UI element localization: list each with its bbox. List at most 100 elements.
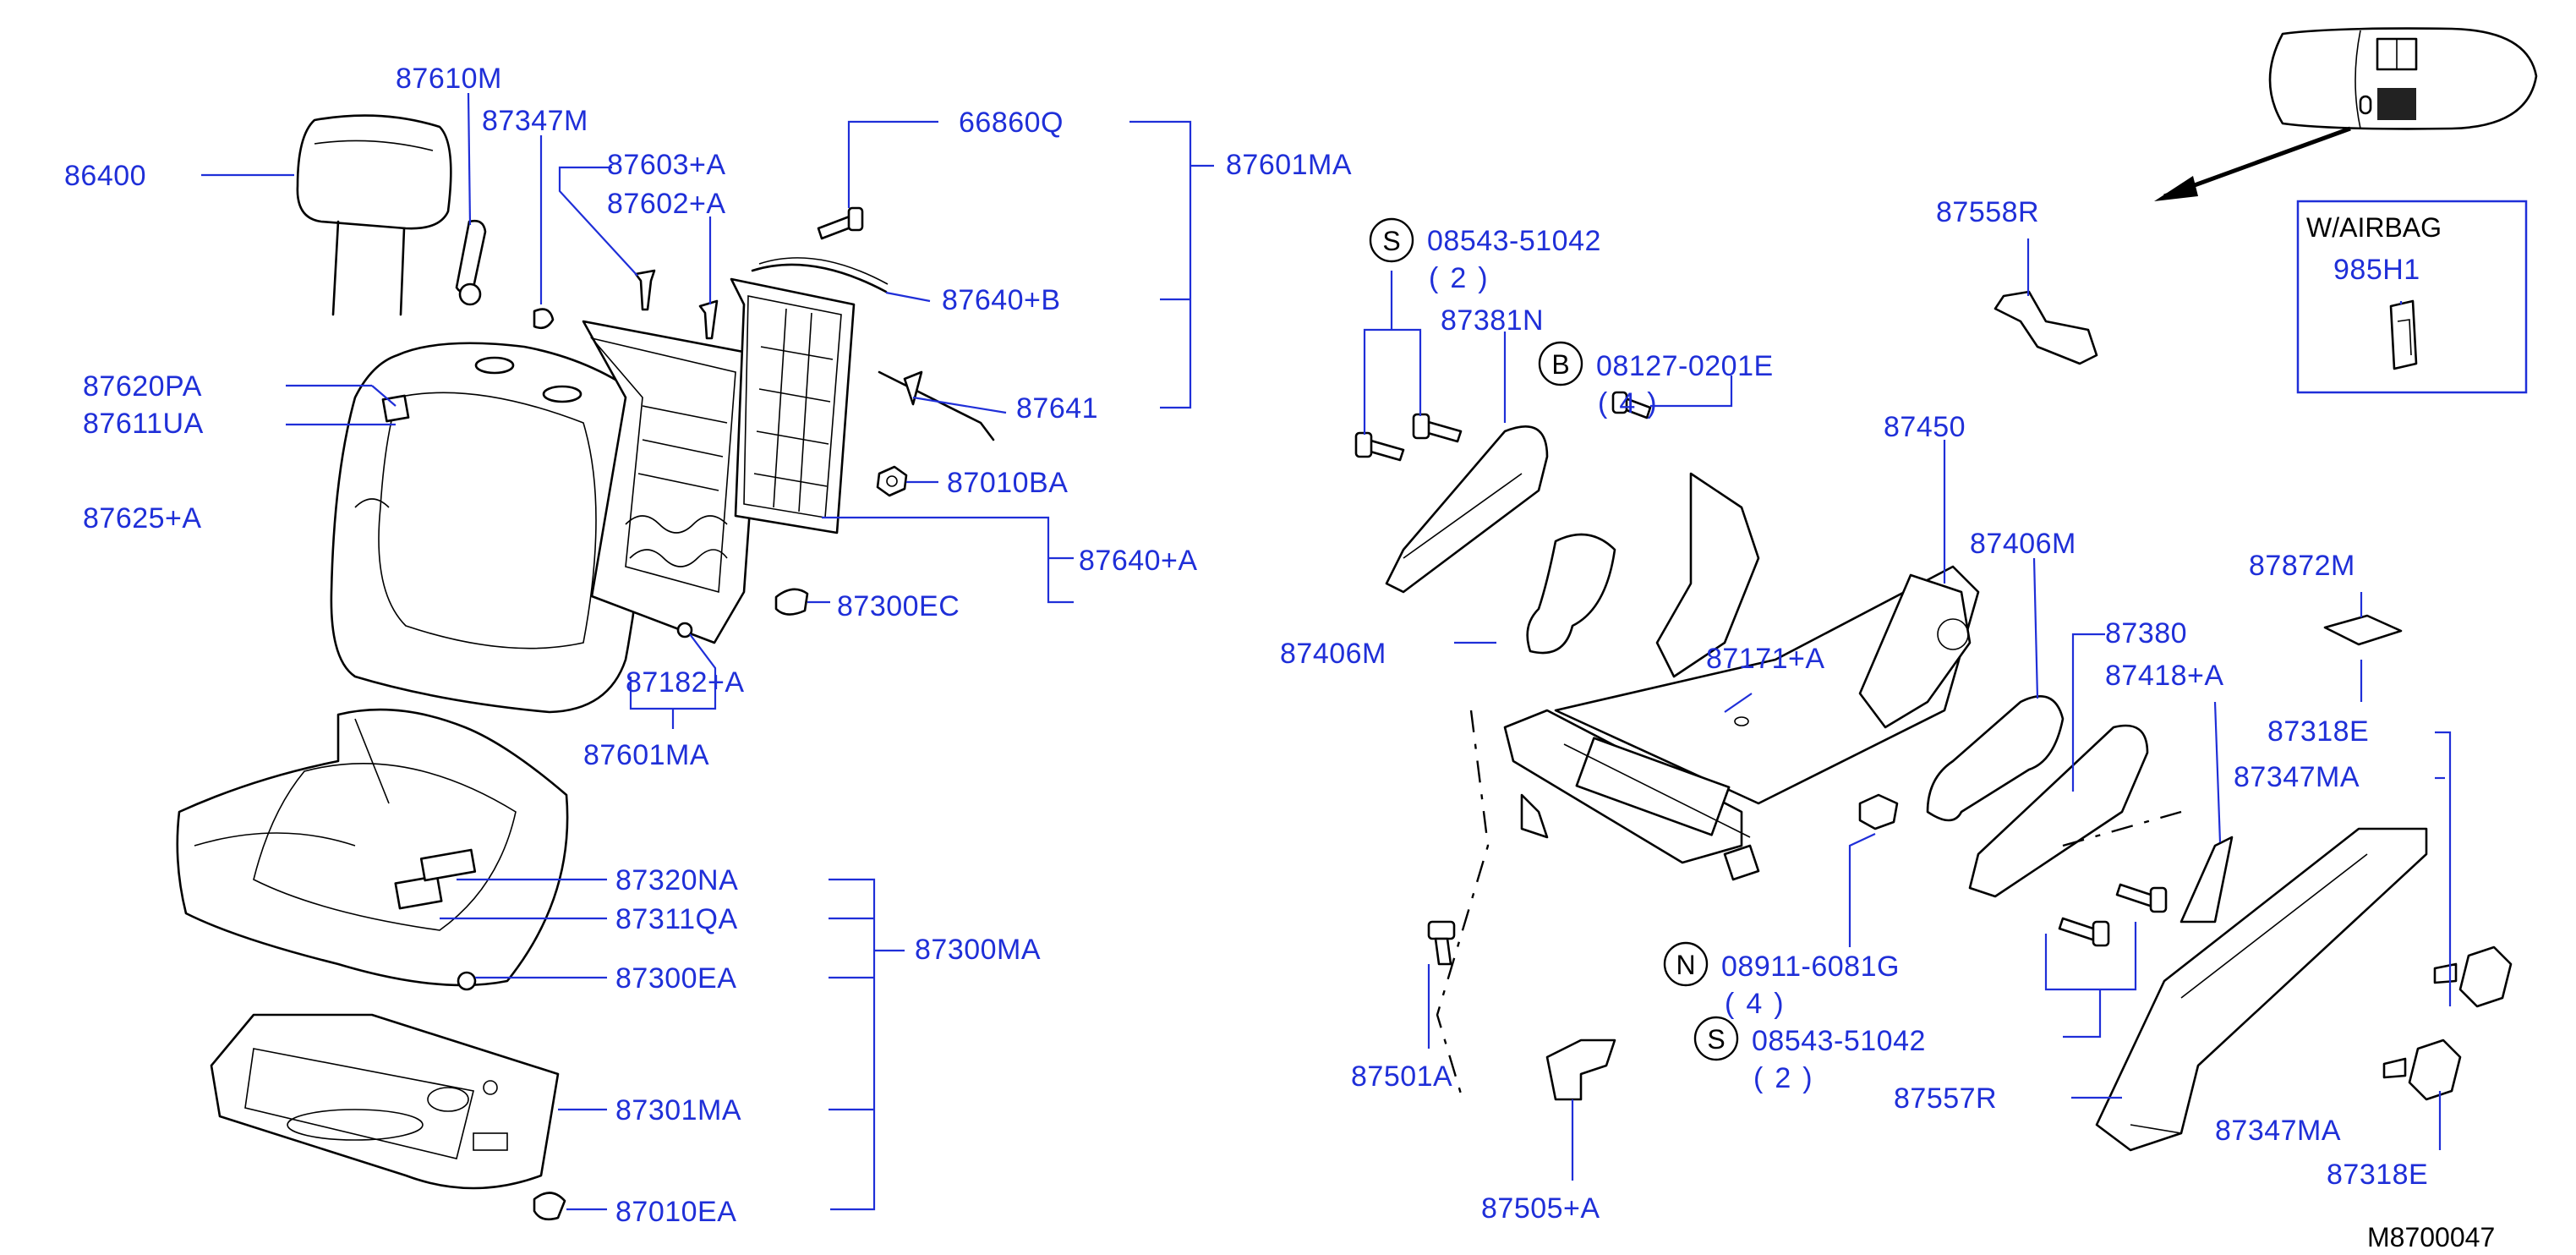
clip-87171a-drawing [1734, 716, 1749, 726]
part-label-987h1[interactable]: 985H1 [2333, 254, 2420, 286]
part-label-87010ba[interactable]: 87010BA [947, 467, 1068, 499]
quantity-label-08543-bottom: (2) [1753, 1062, 1824, 1094]
bushing-drawing [1858, 793, 1899, 830]
fastener-symbol-circle-b [1538, 341, 1583, 386]
part-label-87347ma-bottom[interactable]: 87347MA [2215, 1115, 2341, 1147]
part-label-87381n[interactable]: 87381N [1441, 304, 1544, 337]
part-label-87010ea[interactable]: 87010EA [615, 1196, 736, 1228]
part-label-87311qa[interactable]: 87311QA [615, 903, 738, 935]
part-label-87640a[interactable]: 87640+A [1079, 545, 1198, 577]
knob-87318e-top-drawing [2433, 945, 2513, 1008]
part-label-87347ma-top[interactable]: 87347MA [2234, 761, 2360, 793]
center-line [1436, 710, 1490, 1100]
bracket-87505a-drawing [1545, 1039, 1616, 1101]
airbag-box [2296, 200, 2528, 394]
part-label-87505a[interactable]: 87505+A [1481, 1192, 1600, 1225]
bolt-08127-drawing [1611, 391, 1652, 419]
clip-985h1-drawing [2389, 299, 2418, 370]
part-label-08127[interactable]: 08127-0201E [1596, 350, 1774, 382]
fastener-symbol-circle-n [1663, 941, 1709, 987]
part-label-87611ua[interactable]: 87611UA [83, 408, 204, 440]
pin-87603a-drawing [634, 269, 656, 311]
seatback-board-drawing [730, 257, 889, 534]
knob-87318e-bottom-drawing [2382, 1039, 2462, 1101]
part-label-87610m[interactable]: 87610M [396, 63, 502, 95]
part-label-87318e-bottom[interactable]: 87318E [2327, 1159, 2428, 1191]
nut-87010ba-drawing [876, 465, 908, 497]
side-trim-drawing [2095, 827, 2428, 1152]
fastener-symbol-circle-s-top [1369, 217, 1414, 263]
part-labels: 86400 87610M 87347M 87603+A 87602+A 6686… [64, 63, 2428, 1228]
pad-87300ea-drawing [457, 971, 477, 991]
part-label-87641[interactable]: 87641 [1016, 392, 1098, 425]
part-label-87300ea[interactable]: 87300EA [615, 962, 736, 995]
diagram-code: M8700047 [2367, 1222, 2495, 1252]
part-label-87171a[interactable]: 87171+A [1706, 643, 1825, 675]
fastener-symbol-circle-s-bottom [1693, 1016, 1739, 1061]
seat-location-icon [2154, 27, 2538, 201]
part-label-87601ma-top[interactable]: 87601MA [1226, 149, 1352, 181]
cover-87380-drawing [1968, 724, 2149, 898]
bolt-87501a-drawing [1427, 920, 1456, 966]
seat-cushion-drawing [176, 708, 569, 987]
part-label-87872m[interactable]: 87872M [2249, 550, 2355, 582]
part-label-87418a[interactable]: 87418+A [2105, 660, 2224, 692]
leader-lines [201, 92, 2452, 1211]
fastener-symbol-s-top: S [1382, 226, 1400, 256]
seat-adjuster-drawing [1503, 472, 1980, 881]
cover-87406m-left-drawing [1526, 533, 1616, 655]
part-label-87501a[interactable]: 87501A [1351, 1060, 1452, 1093]
part-label-87380[interactable]: 87380 [2105, 617, 2187, 649]
part-label-87347m[interactable]: 87347M [482, 105, 588, 137]
part-label-66860q[interactable]: 66860Q [959, 107, 1064, 139]
airbag-box-title: W/AIRBAG [2306, 212, 2442, 243]
part-label-08543-bottom[interactable]: 08543-51042 [1752, 1025, 1926, 1057]
part-label-87557r[interactable]: 87557R [1894, 1082, 1997, 1115]
headrest-guide-drawing [455, 219, 487, 306]
clip-drawing [533, 308, 555, 330]
bolt-08543-bottom-drawing [2058, 883, 2168, 947]
cover-87406m-right-drawing [1926, 695, 2065, 822]
part-label-87620pa[interactable]: 87620PA [83, 370, 202, 403]
part-label-87602a[interactable]: 87602+A [607, 188, 726, 220]
wire-87641-drawing [878, 370, 995, 441]
quantity-label-08127: (4) [1598, 387, 1669, 419]
quantity-label-08543-top: (2) [1429, 262, 1500, 294]
part-label-87603a[interactable]: 87603+A [607, 149, 726, 181]
cover-87381n-drawing [1385, 425, 1549, 594]
part-label-87320na[interactable]: 87320NA [615, 864, 738, 896]
part-label-87558r[interactable]: 87558R [1936, 196, 2039, 228]
part-label-87300ec[interactable]: 87300EC [837, 590, 960, 622]
part-label-08543-top[interactable]: 08543-51042 [1427, 225, 1601, 257]
clip-87010ea-drawing [533, 1192, 566, 1221]
fastener-symbol-s-bottom: S [1707, 1024, 1725, 1055]
part-label-87625a[interactable]: 87625+A [83, 502, 202, 534]
part-label-86400[interactable]: 86400 [64, 160, 146, 192]
seat-pan-drawing [210, 1013, 560, 1190]
part-label-87300ma[interactable]: 87300MA [915, 934, 1041, 966]
seatback-frame-drawing [582, 320, 763, 644]
part-label-87450[interactable]: 87450 [1884, 411, 1966, 443]
knob-87418a-drawing [2179, 836, 2234, 923]
center-line-right [2062, 810, 2182, 847]
part-label-08911[interactable]: 08911-6081G [1721, 951, 1900, 983]
part-label-87601ma-bottom[interactable]: 87601MA [583, 739, 709, 771]
part-label-87182a[interactable]: 87182+A [626, 666, 745, 699]
clip-87300ec-drawing [774, 588, 809, 616]
fastener-symbol-n: N [1676, 950, 1695, 980]
bolt-08543-top-drawing [1354, 413, 1463, 462]
part-label-87406m-right[interactable]: 87406M [1970, 528, 2076, 560]
part-label-87640b[interactable]: 87640+B [942, 284, 1061, 316]
pin-87602a-drawing [698, 299, 719, 340]
headrest-drawing [296, 114, 452, 316]
part-label-87406m-left[interactable]: 87406M [1280, 638, 1386, 670]
pad-87872m-drawing [2323, 614, 2403, 646]
part-label-87318e-top[interactable]: 87318E [2267, 715, 2369, 748]
seatback-cushion-drawing [330, 342, 646, 714]
screw-66860q-drawing [817, 206, 864, 240]
quantity-label-08911: (4) [1725, 988, 1796, 1020]
fastener-symbol-b: B [1551, 349, 1569, 380]
part-label-87301ma[interactable]: 87301MA [615, 1094, 741, 1126]
bracket-87558r-drawing [1994, 290, 2098, 365]
